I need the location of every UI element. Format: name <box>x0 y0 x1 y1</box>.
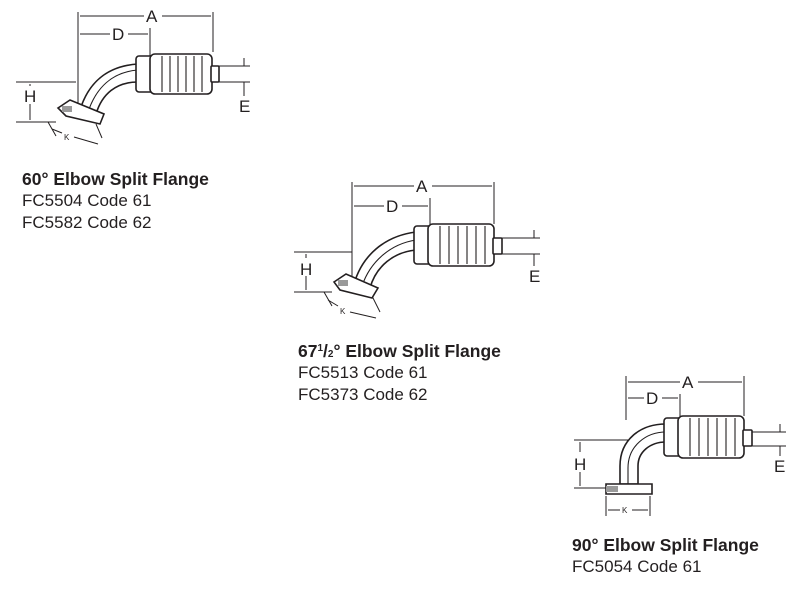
coupling-shell <box>677 415 745 459</box>
dim-k-line-left <box>327 299 339 307</box>
caption-67: 671/2° Elbow Split Flange FC5513 Code 61… <box>298 340 501 406</box>
dim-h-label: H <box>24 87 36 106</box>
caption-60-title: 60° Elbow Split Flange <box>22 169 209 189</box>
elbow-tube-inner <box>361 239 417 287</box>
coupling-nut <box>492 237 503 255</box>
dim-k-right-ext <box>95 123 103 139</box>
caption-60: 60° Elbow Split Flange FC5504 Code 61 FC… <box>22 168 209 234</box>
dim-d-label: D <box>112 25 124 44</box>
dim-k-line-left <box>51 128 63 134</box>
caption-67-title-num: 1 <box>317 343 324 354</box>
dim-h-label: H <box>574 455 586 474</box>
dim-e-label: E <box>774 457 785 476</box>
flange-shadow <box>606 486 618 492</box>
dim-k-left-ext <box>323 291 333 307</box>
caption-67-code-1: FC5513 Code 61 <box>298 363 428 382</box>
caption-67-title-whole: 67 <box>298 341 318 361</box>
dim-k-right-ext <box>371 295 381 313</box>
coupling-nut <box>742 429 753 447</box>
caption-60-code-1: FC5504 Code 61 <box>22 191 152 210</box>
dim-a-label: A <box>682 373 694 392</box>
caption-90: 90° Elbow Split Flange FC5054 Code 61 <box>572 534 759 578</box>
dim-d-label: D <box>646 389 658 408</box>
dim-e-label: E <box>239 97 250 116</box>
dim-a-label: A <box>416 177 428 196</box>
dim-a-label: A <box>146 7 158 26</box>
caption-67-title-rest: ° Elbow Split Flange <box>333 341 501 361</box>
flange-shadow <box>338 280 348 286</box>
dim-k-label: K <box>64 133 70 142</box>
elbow-tube-inner <box>627 431 667 484</box>
caption-60-code-2: FC5582 Code 62 <box>22 213 152 232</box>
coupling-nut <box>210 65 220 83</box>
elbow-tube-inner <box>87 69 139 113</box>
dim-k-line-right <box>349 311 377 319</box>
dim-k-label: K <box>340 307 346 316</box>
dim-e-label: E <box>529 267 540 286</box>
caption-90-title: 90° Elbow Split Flange <box>572 535 759 555</box>
dim-d-label: D <box>386 197 398 216</box>
caption-90-code-1: FC5054 Code 61 <box>572 557 702 576</box>
caption-67-code-2: FC5373 Code 62 <box>298 385 428 404</box>
caption-67-title: 671/2° Elbow Split Flange <box>298 341 501 361</box>
flange-shadow <box>62 106 72 112</box>
dim-h-label: H <box>300 260 312 279</box>
dim-k-label: K <box>622 506 628 515</box>
caption-67-title-den: 2 <box>327 349 334 360</box>
dim-k-line-right <box>73 136 99 145</box>
